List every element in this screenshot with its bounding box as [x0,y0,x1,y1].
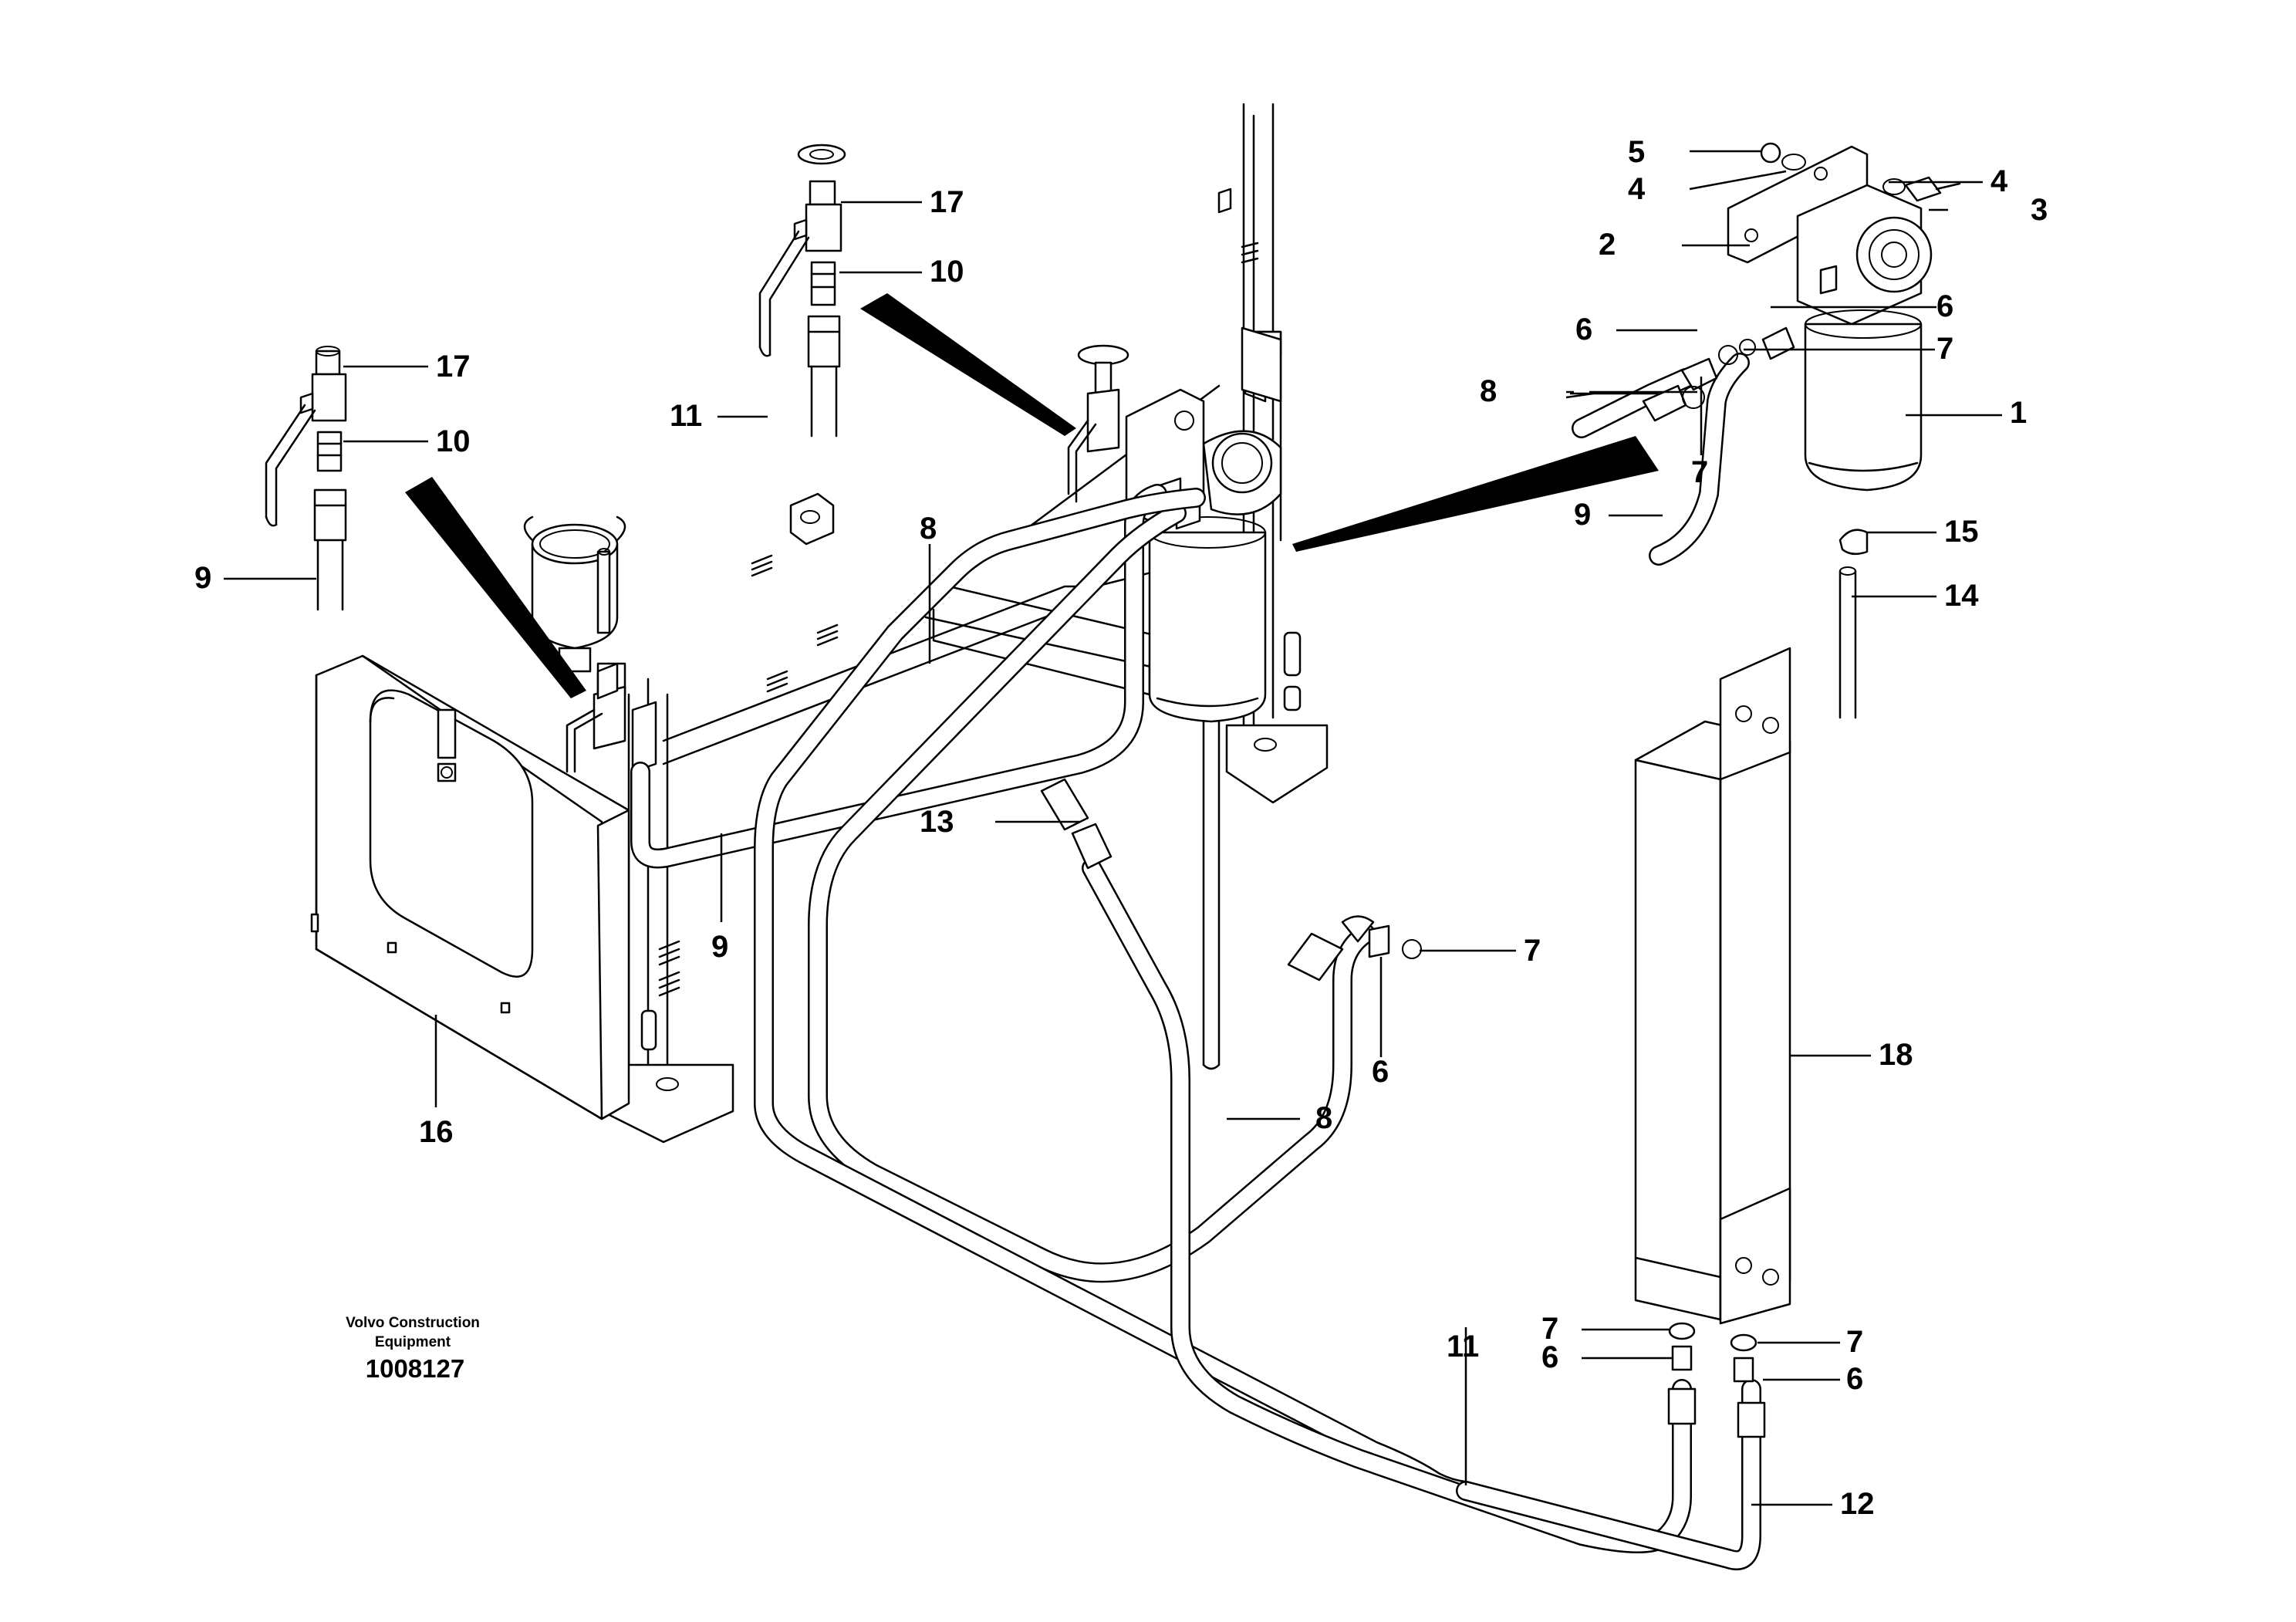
callout-3: 3 [2031,193,2048,227]
callout-18: 18 [1879,1038,1913,1072]
callout-9-exploded: 9 [1574,498,1591,532]
callout-8-frame: 8 [920,512,937,546]
hydraulic-tank [310,515,657,1120]
callout-6-filter-left: 6 [1575,313,1592,346]
pointer-wedge-center [860,293,1076,436]
callout-16: 16 [419,1115,454,1149]
callout-1: 1 [2010,396,2027,430]
callout-6-elbow: 6 [1372,1055,1389,1089]
callout-4-left: 4 [1628,172,1646,206]
callout-17-left: 17 [436,350,471,384]
callout-15: 15 [1944,515,1979,549]
callout-7-filter-below: 7 [1691,455,1708,489]
fittings [1040,326,1869,1438]
callout-7-elbow: 7 [1524,934,1541,968]
document-number: 1008127 [366,1354,464,1383]
footer-credit: Volvo Construction Equipment 1008127 [346,1315,480,1383]
callout-9-frame: 9 [711,930,728,964]
left-valve-detail [265,346,347,611]
credit-line-2: Equipment [375,1334,451,1350]
callout-2: 2 [1599,228,1616,262]
pointer-wedge-right [1292,436,1659,552]
callout-4-right: 4 [1990,164,2008,198]
callout-10-left: 10 [436,424,471,458]
callout-8-exploded: 8 [1480,374,1497,408]
oil-cooler [1634,647,1791,1325]
callout-6-filter-right: 6 [1936,289,1953,323]
callout-12: 12 [1840,1487,1875,1521]
callout-9-left: 9 [194,561,211,595]
center-valve-detail [758,144,846,438]
callout-6-cooler-left: 6 [1541,1340,1558,1374]
leader-lines [224,150,2002,1506]
exploded-filter-assembly [1727,142,1961,492]
callout-labels: 1 2 3 4 4 5 6 6 6 6 6 7 7 7 7 7 8 8 8 9 … [194,135,2048,1521]
callout-11-center: 11 [670,399,702,433]
callout-7-cooler-left: 7 [1541,1312,1558,1346]
callout-5: 5 [1628,135,1645,169]
pointer-wedge-left [405,477,586,698]
callout-8-lower: 8 [1315,1101,1332,1135]
callout-10-center: 10 [930,255,964,289]
callout-17-center: 17 [930,185,964,219]
hoses [630,353,1761,1570]
callout-6-cooler-right: 6 [1846,1362,1863,1396]
callout-14: 14 [1944,579,1979,613]
callout-13: 13 [920,805,954,839]
callout-11-lower: 11 [1447,1330,1479,1363]
callout-7-filter-right: 7 [1936,332,1953,366]
frame-filter-assembly [1067,344,1282,1070]
callout-7-cooler-right: 7 [1846,1325,1863,1359]
pointer-wedges [405,293,1659,698]
credit-line-1: Volvo Construction [346,1315,480,1331]
